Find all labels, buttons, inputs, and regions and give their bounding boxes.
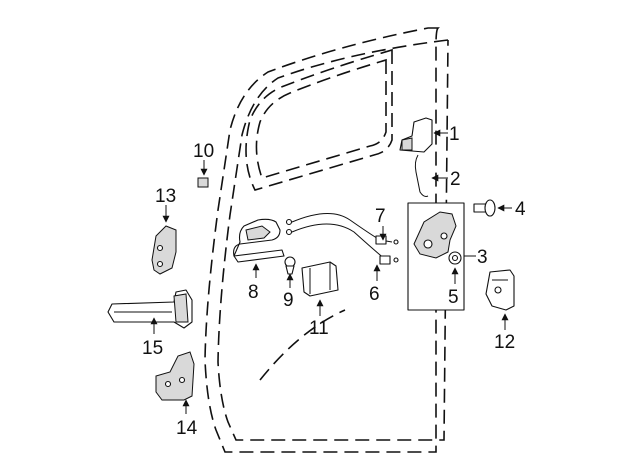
- label-2: 2: [450, 169, 461, 190]
- label-3: 3: [477, 247, 488, 268]
- part-12-striker: [485, 269, 515, 330]
- door-outline: [204, 27, 449, 453]
- label-15: 15: [142, 338, 163, 359]
- label-5: 5: [448, 287, 459, 308]
- part-6-7-cables: [285, 213, 399, 281]
- label-10: 10: [193, 141, 214, 162]
- part-3-latch-assembly: [407, 202, 476, 311]
- label-6: 6: [369, 284, 380, 305]
- label-9: 9: [283, 290, 294, 311]
- label-1: 1: [449, 124, 460, 145]
- label-7: 7: [375, 206, 386, 227]
- label-4: 4: [515, 199, 526, 220]
- part-14-lower-hinge: [155, 351, 195, 414]
- label-8: 8: [248, 282, 259, 303]
- part-4-bolt: [473, 199, 512, 217]
- part-9-screw: [284, 256, 296, 288]
- part-11-module: [301, 261, 339, 316]
- label-13: 13: [155, 186, 176, 207]
- part-5-bushing: [448, 251, 462, 284]
- label-14: 14: [176, 418, 198, 439]
- part-15-door-check: [107, 289, 193, 334]
- part-10-clip: [197, 160, 209, 188]
- part-13-upper-hinge: [151, 205, 177, 275]
- label-11: 11: [309, 318, 329, 339]
- callout-labels: 1 2 3 4 5 6 7 8 9 10 11 12 13 14 15: [142, 124, 526, 439]
- label-12: 12: [494, 332, 515, 353]
- part-2-rod: [414, 154, 448, 197]
- part-1-handle-bracket: [399, 117, 448, 153]
- part-8-inner-handle: [233, 218, 285, 278]
